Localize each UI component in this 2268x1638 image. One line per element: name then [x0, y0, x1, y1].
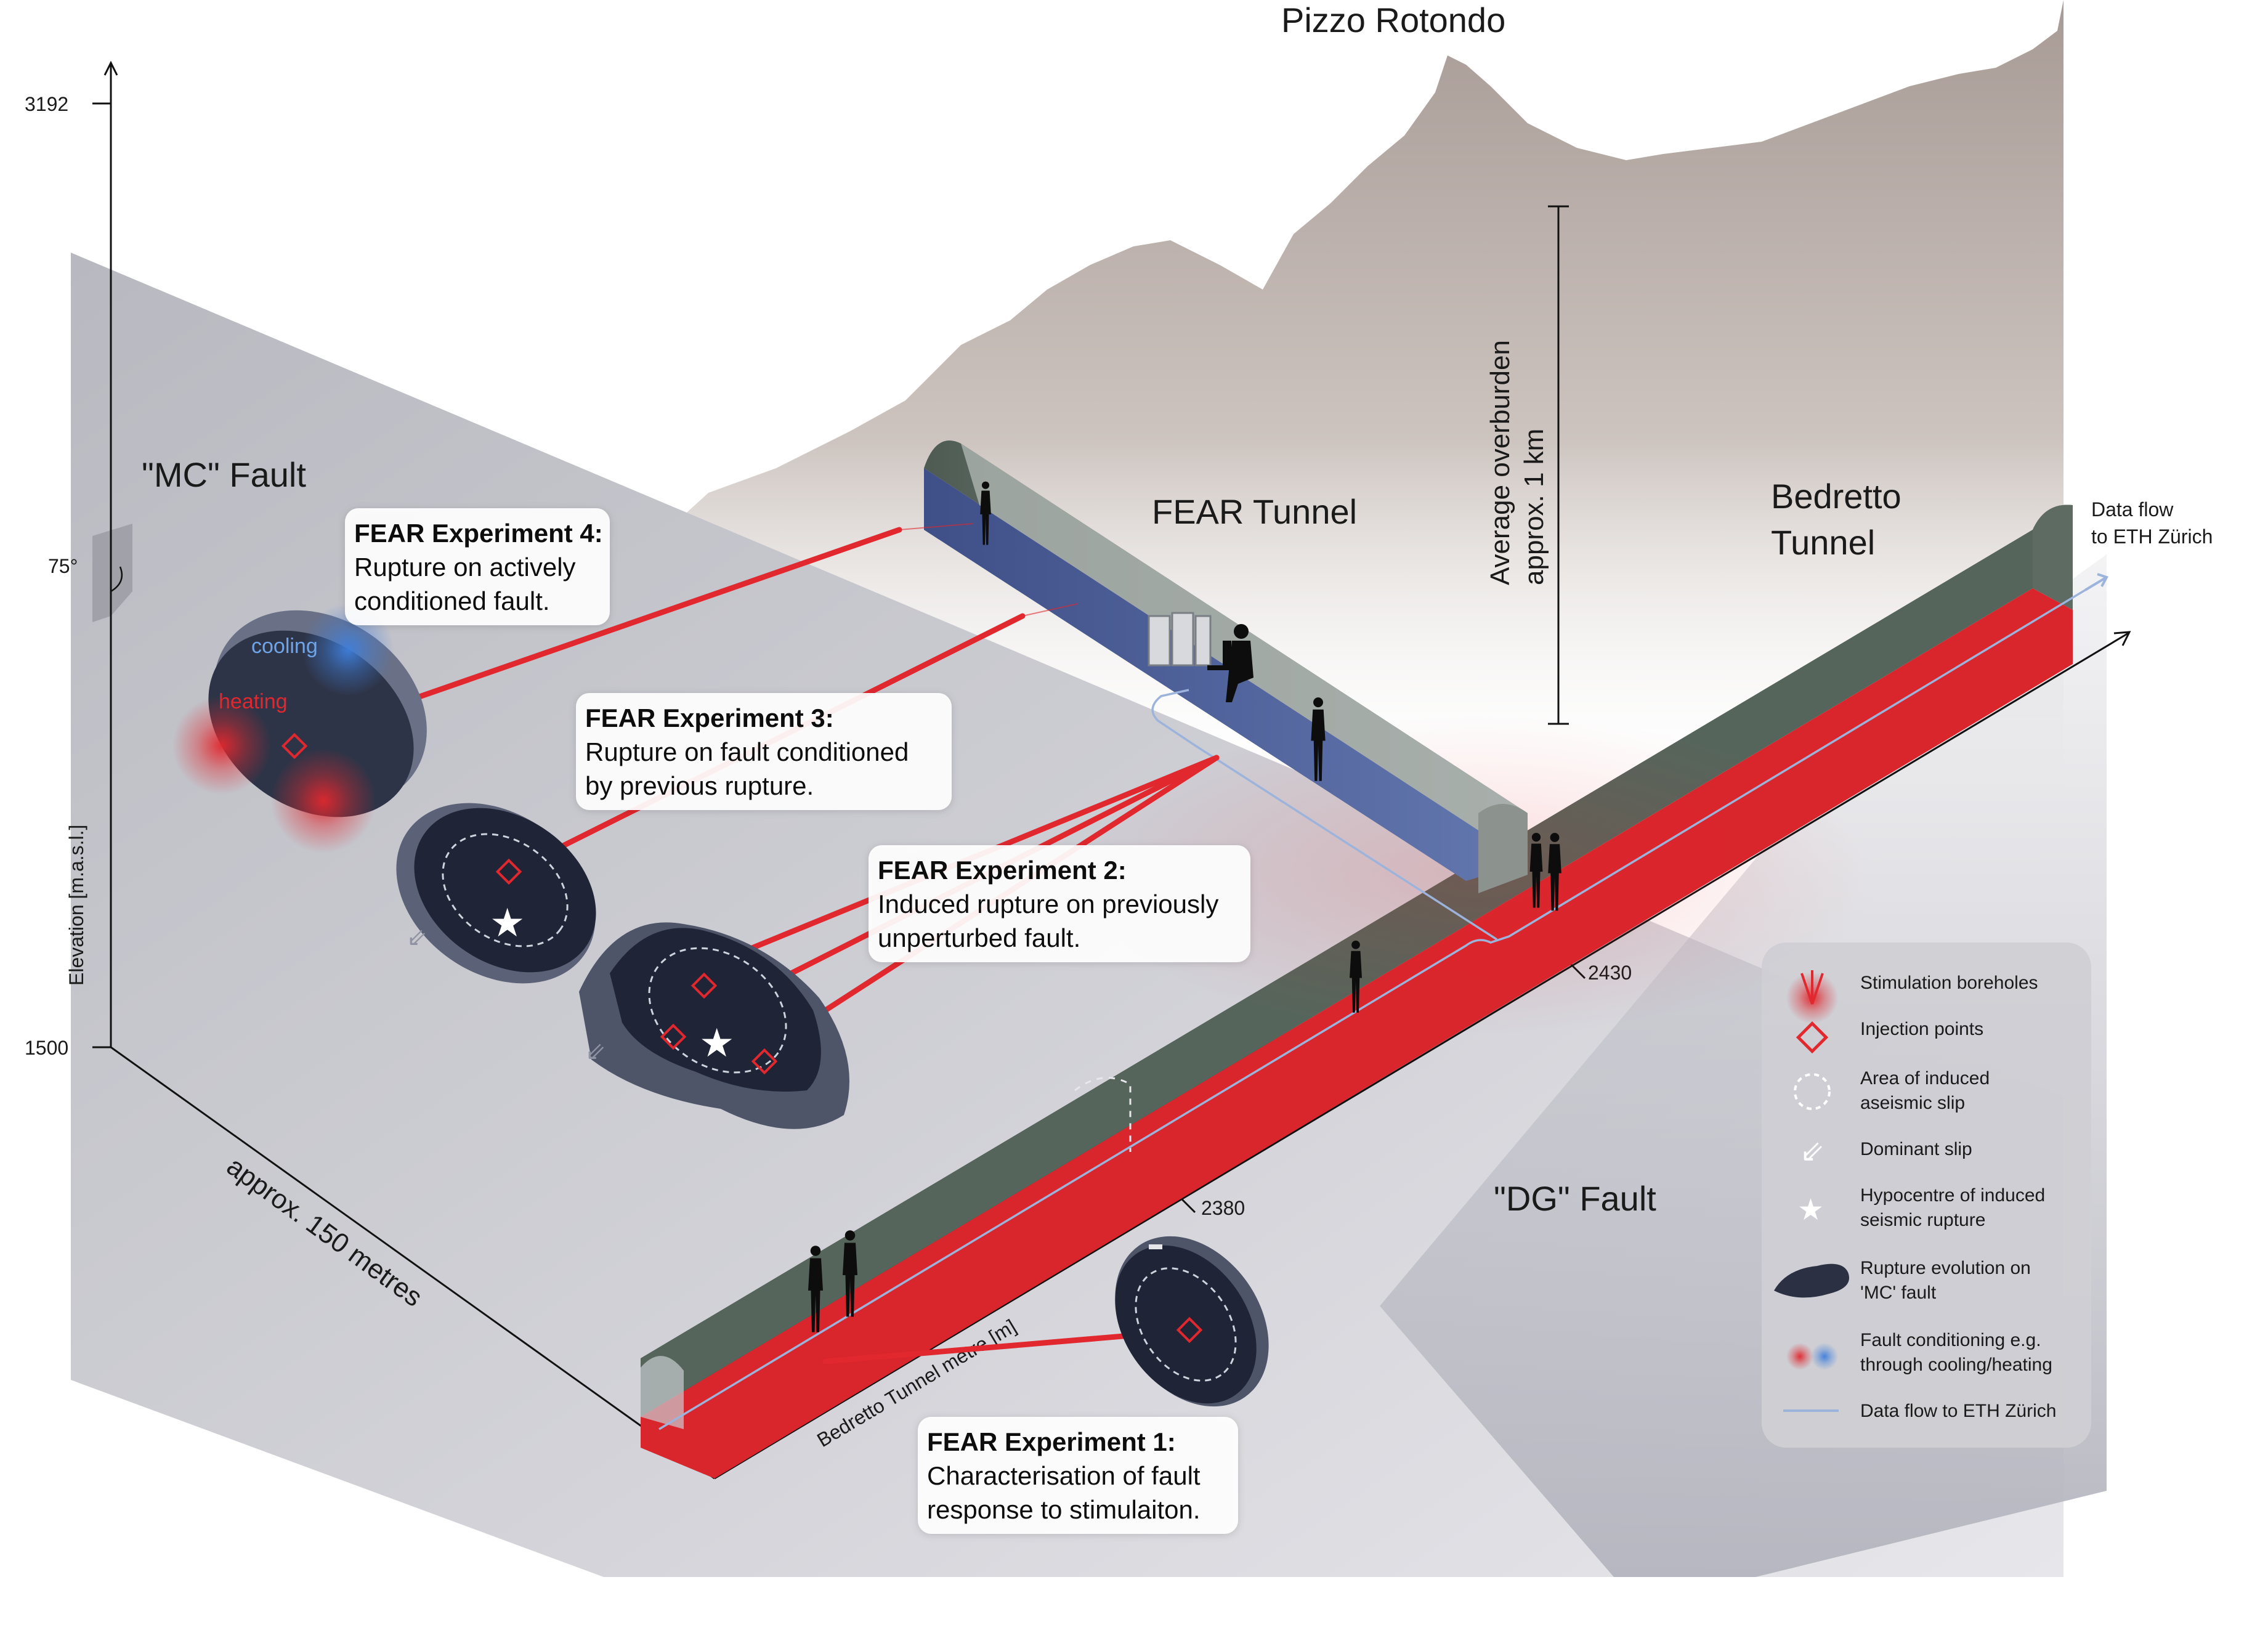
- cooling-glow: [302, 604, 394, 696]
- injection-point-exp2-b: [660, 1023, 687, 1050]
- heating-glow-2: [271, 748, 376, 853]
- legend-panel: [1762, 943, 2091, 1448]
- fear-tunnel-junction: [1478, 804, 1528, 893]
- dominant-slip-exp2: ⇙: [585, 1037, 606, 1066]
- injection-point-exp2-a: [691, 972, 718, 999]
- elevation-tick-top: 3192: [25, 93, 68, 115]
- bedretto-tunnel-end: [2033, 505, 2073, 610]
- legend-label-dominant-slip: Dominant slip: [1860, 1139, 1972, 1159]
- operator-at-desk: [1207, 624, 1253, 702]
- legend-label-conditioning-2: through cooling/heating: [1860, 1355, 2052, 1375]
- injection-point-exp2-c: [751, 1048, 778, 1075]
- data-flow-arrow: [2084, 573, 2108, 591]
- aseismic-slip-icon: [1794, 1073, 1831, 1110]
- elevation-tick-bottom: 1500: [25, 1037, 68, 1059]
- legend-label-hypocentre-1: Hypocentre of induced: [1860, 1185, 2045, 1206]
- legend-label-rupture-2: 'MC' fault: [1860, 1283, 1937, 1303]
- legend-label-rupture-1: Rupture evolution on: [1860, 1258, 2031, 1278]
- injection-point-exp4: [281, 732, 308, 760]
- legend-label-data-flow: Data flow to ETH Zürich: [1860, 1401, 2056, 1421]
- dg-fault-label: "DG" Fault: [1494, 1179, 1656, 1218]
- experiment-4-title: FEAR Experiment 4:: [354, 519, 603, 548]
- cooling-label: cooling: [251, 635, 318, 658]
- experiment-4-line-1: Rupture on actively: [354, 553, 576, 582]
- bedretto-tunnel-label-1: Bedretto: [1771, 477, 1901, 516]
- mountain-silhouette: [641, 0, 2063, 801]
- fault-dip-label: 75°: [48, 555, 78, 577]
- injection-point-exp1: [1176, 1316, 1203, 1344]
- legend-label-stimulation: Stimulation boreholes: [1860, 973, 2038, 993]
- legend-label-aseismic-2: aseismic slip: [1860, 1093, 1965, 1113]
- data-flow-label-2: to ETH Zürich: [2091, 525, 2213, 548]
- tunnel-metre-tick-2380: 2380: [1201, 1197, 1245, 1219]
- borehole-projections: [899, 523, 1079, 617]
- rupture-evolution-icon: [1774, 1263, 1849, 1298]
- experiment-4-callout: FEAR Experiment 4: Rupture on actively c…: [345, 508, 610, 625]
- experiment-3-title: FEAR Experiment 3:: [585, 703, 834, 732]
- experiment-3-line-2: by previous rupture.: [585, 771, 814, 800]
- legend-label-injection: Injection points: [1860, 1019, 1983, 1039]
- mc-fault-label: "MC" Fault: [142, 455, 306, 494]
- elevation-axis: [92, 60, 118, 1048]
- elevation-axis-label: Elevation [m.a.s.l.]: [65, 825, 87, 986]
- fault-disc-exp3: [396, 803, 596, 984]
- legend-label-hypocentre-2: seismic rupture: [1860, 1210, 1985, 1230]
- experiment-1-callout: FEAR Experiment 1: Characterisation of f…: [918, 1417, 1238, 1534]
- experiment-2-line-2: unperturbed fault.: [878, 923, 1080, 952]
- bedretto-tunnel-label-2: Tunnel: [1771, 523, 1875, 562]
- fault-disc-exp2: [579, 922, 849, 1129]
- fear-tunnel-floor: [924, 468, 1528, 881]
- injection-point-icon: [1796, 1021, 1829, 1054]
- dominant-slip-exp3: ⇙: [407, 923, 427, 952]
- bedretto-tunnel-entrance: [641, 1356, 684, 1429]
- heating-glow-1: [172, 696, 271, 795]
- experiment-2-line-1: Induced rupture on previously: [878, 890, 1218, 918]
- overburden-scale: [1548, 205, 1569, 725]
- hypocentre-star-icon: ★: [1797, 1193, 1824, 1227]
- data-flow-line: [658, 589, 2086, 1430]
- stimulation-boreholes-icon: [1786, 970, 1838, 1024]
- peak-label: Pizzo Rotondo: [1281, 1, 1505, 39]
- server-racks: [1148, 612, 1212, 667]
- experiment-1-line-2: response to stimulaiton.: [927, 1495, 1201, 1524]
- experiment-3-callout: FEAR Experiment 3: Rupture on fault cond…: [576, 693, 952, 810]
- distance-axis: [110, 1046, 715, 1480]
- hypocentre-star-exp3: ★: [490, 901, 525, 946]
- legend: Stimulation boreholes Injection points A…: [1762, 943, 2091, 1448]
- legend-label-aseismic-1: Area of induced: [1860, 1068, 1990, 1089]
- experiment-1-title: FEAR Experiment 1:: [927, 1427, 1176, 1456]
- experiment-4-line-2: conditioned fault.: [354, 586, 550, 615]
- overburden-label-2: approx. 1 km: [1519, 429, 1549, 585]
- heating-label: heating: [219, 690, 288, 713]
- legend-label-conditioning-1: Fault conditioning e.g.: [1860, 1330, 2041, 1350]
- fear-tunnel-label: FEAR Tunnel: [1152, 492, 1357, 531]
- experiment-2-title: FEAR Experiment 2:: [878, 856, 1127, 885]
- experiment-2-callout: FEAR Experiment 2: Induced rupture on pr…: [869, 845, 1250, 962]
- fault-disc-exp1: [1115, 1236, 1269, 1407]
- injection-point-exp3: [495, 858, 522, 885]
- mc-fault-edge: [92, 524, 132, 622]
- fault-conditioning-icon: [1786, 1343, 1838, 1370]
- hypocentre-star-exp2: ★: [699, 1021, 734, 1066]
- overburden-label-1: Average overburden: [1485, 340, 1515, 585]
- dominant-slip-icon: ⇙: [1800, 1134, 1825, 1169]
- experiment-3-line-1: Rupture on fault conditioned: [585, 737, 909, 766]
- data-flow-label-1: Data flow: [2091, 498, 2174, 521]
- experiment-1-line-1: Characterisation of fault: [927, 1461, 1201, 1490]
- fault-dip-arc: [110, 566, 123, 593]
